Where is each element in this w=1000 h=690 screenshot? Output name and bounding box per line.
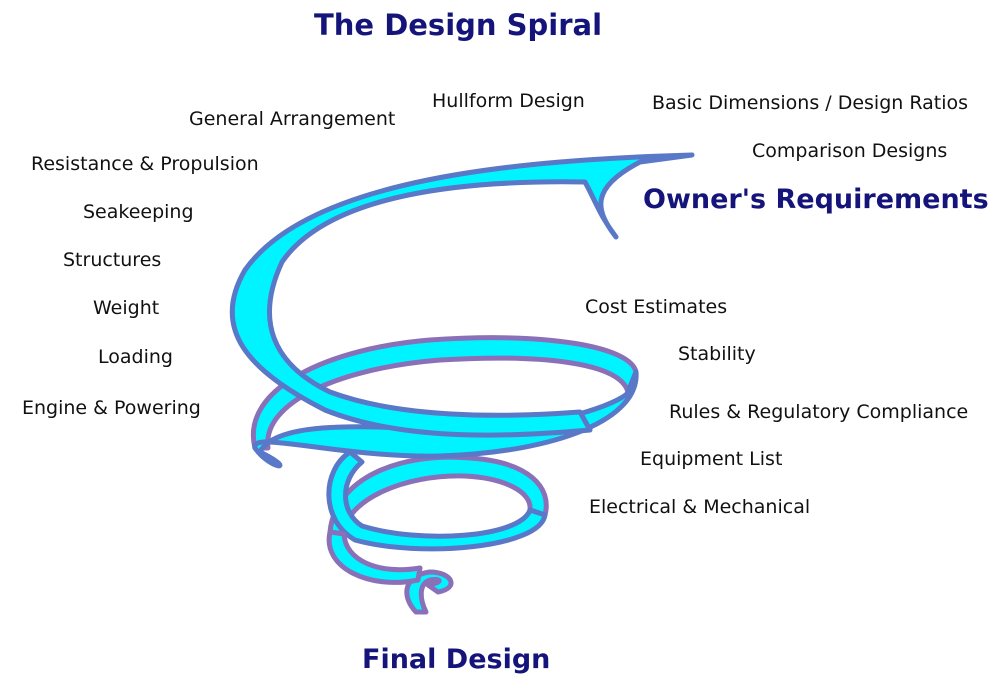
- stage-label: Hullform Design: [432, 90, 585, 112]
- stage-label: Engine & Powering: [22, 397, 201, 419]
- stage-label: Seakeeping: [83, 201, 194, 223]
- stage-label: Resistance & Propulsion: [31, 153, 259, 175]
- stage-label: Loading: [98, 346, 173, 368]
- end-label: Final Design: [362, 644, 551, 675]
- stage-label: Comparison Designs: [752, 140, 948, 162]
- stage-label: Equipment List: [640, 448, 783, 470]
- stage-label: Weight: [93, 297, 160, 319]
- stage-label: General Arrangement: [189, 108, 396, 130]
- start-label: Owner's Requirements: [643, 184, 989, 215]
- stage-label: Stability: [678, 343, 756, 365]
- stage-label: Basic Dimensions / Design Ratios: [652, 92, 969, 114]
- stage-label: Electrical & Mechanical: [589, 496, 811, 518]
- spiral-connector: [326, 529, 423, 585]
- spiral-upper-ribbon: [229, 152, 695, 438]
- diagram-title: The Design Spiral: [314, 8, 603, 42]
- stage-label: Structures: [63, 249, 162, 271]
- stage-label: Rules & Regulatory Compliance: [669, 401, 969, 423]
- stage-label: Cost Estimates: [585, 296, 728, 318]
